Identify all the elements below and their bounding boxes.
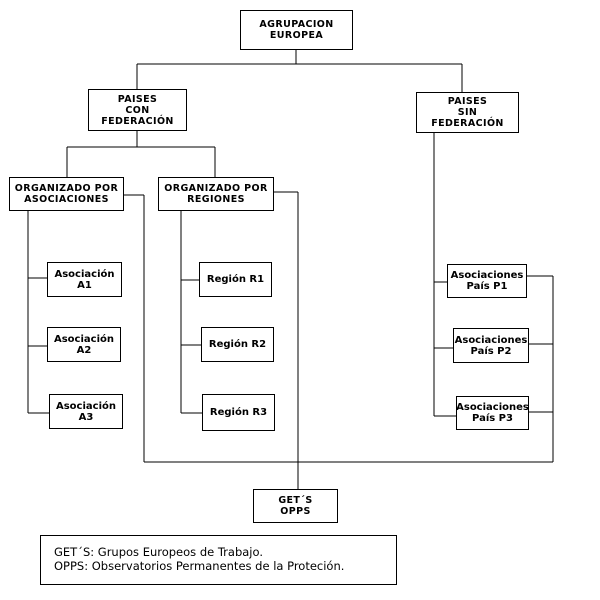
box-asociaciones-pais-p2: Asociaciones País P2: [453, 328, 529, 363]
box-paises-sin-federacion: PAISES SIN FEDERACIÓN: [416, 92, 519, 133]
box-line: ORGANIZADO POR: [164, 183, 268, 194]
box-asociacion-a2: Asociación A2: [47, 327, 121, 362]
box-line: A2: [76, 344, 92, 356]
box-line: ORGANIZADO POR: [14, 183, 119, 194]
box-line: PAISES: [117, 93, 158, 105]
box-line: Asociaciones: [450, 270, 524, 281]
box-line: PAISES: [447, 96, 488, 107]
box-line: Región R2: [208, 339, 267, 350]
box-region-r1: Región R1: [199, 262, 272, 297]
legend-box: GET´S: Grupos Europeos de Trabajo. OPPS:…: [40, 535, 397, 585]
box-line: Región R1: [206, 274, 265, 285]
box-line: Asociaciones: [456, 402, 529, 413]
box-line: OPPS: [280, 506, 311, 517]
box-line: A1: [77, 279, 92, 291]
box-region-r2: Región R2: [201, 327, 274, 362]
legend-line: OPPS: Observatorios Permanentes de la Pr…: [54, 559, 345, 573]
box-line: FEDERACIÓN: [101, 115, 174, 127]
box-line: País P2: [470, 345, 512, 357]
box-line: SIN: [457, 107, 478, 118]
box-asociacion-a1: Asociación A1: [47, 262, 122, 297]
box-gets-opps: GET´S OPPS: [253, 489, 338, 523]
box-line: GET´S: [278, 495, 313, 506]
box-line: Asociación: [54, 268, 115, 280]
box-line: Región R3: [209, 407, 268, 418]
box-line: País P1: [466, 281, 508, 292]
box-asociaciones-pais-p1: Asociaciones País P1: [447, 264, 527, 298]
box-line: CON: [125, 104, 150, 116]
box-paises-con-federacion: PAISES CON FEDERACIÓN: [88, 89, 187, 131]
box-region-r3: Región R3: [202, 394, 275, 431]
box-line: País P3: [472, 413, 513, 424]
box-asociacion-a3: Asociación A3: [49, 394, 123, 429]
box-line: Asociación: [55, 400, 116, 412]
box-line: EUROPEA: [269, 30, 324, 41]
box-line: Asociaciones: [454, 334, 528, 346]
box-asociaciones-pais-p3: Asociaciones País P3: [456, 396, 529, 430]
box-line: A3: [78, 411, 94, 423]
box-organizado-por-regiones: ORGANIZADO POR REGIONES: [158, 177, 274, 211]
box-line: AGRUPACION: [259, 19, 334, 30]
box-agrupacion-europea: AGRUPACION EUROPEA: [240, 10, 353, 50]
legend-line: GET´S: Grupos Europeos de Trabajo.: [54, 545, 263, 559]
box-line: REGIONES: [187, 194, 245, 205]
box-line: Asociación: [53, 333, 114, 345]
box-organizado-por-asociaciones: ORGANIZADO POR ASOCIACIONES: [9, 177, 124, 211]
box-line: ASOCIACIONES: [24, 194, 109, 205]
box-line: FEDERACIÓN: [431, 118, 504, 129]
